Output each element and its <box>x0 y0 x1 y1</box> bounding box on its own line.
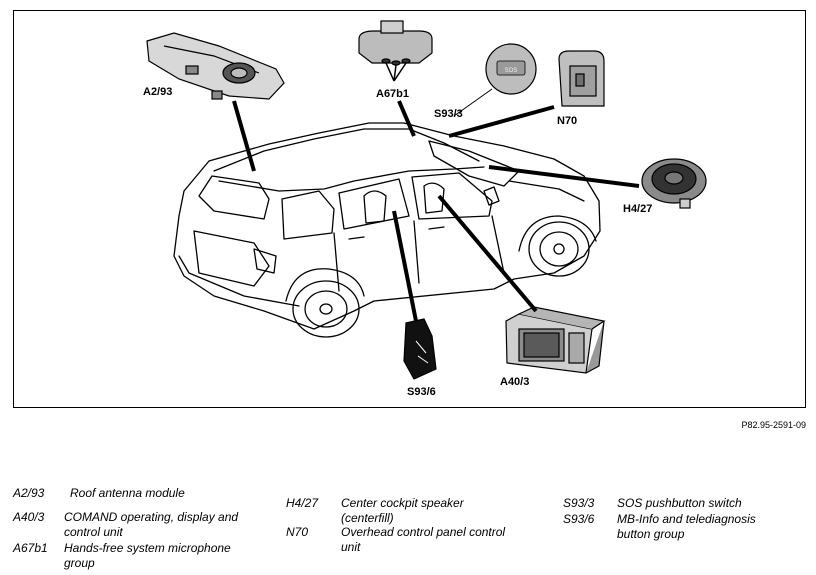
legend-code: A2/93 <box>13 486 45 500</box>
callout-n70: N70 <box>557 115 578 127</box>
legend-description: Center cockpit speaker (centerfill) <box>341 496 464 525</box>
callout-a40-3: A40/3 <box>500 376 530 388</box>
component-location-diagram: SOS <box>13 10 806 408</box>
callout-s93-3: S93/3 <box>434 108 463 120</box>
callout-s93-6: S93/6 <box>407 386 436 398</box>
vehicle-illustration: SOS <box>146 20 707 380</box>
legend-code: A40/3 <box>13 510 45 524</box>
figure-reference: P82.95-2591-09 <box>741 420 806 430</box>
legend-code: N70 <box>286 525 309 539</box>
sos-button-text: SOS <box>505 68 518 74</box>
legend-description: MB-Info and telediagnosis button group <box>617 512 756 541</box>
legend-description: SOS pushbutton switch <box>617 496 742 510</box>
legend-code: A67b1 <box>13 541 48 555</box>
legend-description: Overhead control panel control unit <box>341 525 506 554</box>
legend-code: S93/3 <box>563 496 595 510</box>
callout-a2-93: A2/93 <box>143 86 173 98</box>
legend-description: Roof antenna module <box>70 486 185 500</box>
callout-a67b1: A67b1 <box>376 88 410 100</box>
legend-code: S93/6 <box>563 512 595 526</box>
legend-code: H4/27 <box>286 496 319 510</box>
legend-description: Hands-free system microphone group <box>64 541 231 570</box>
callout-h4-27: H4/27 <box>623 203 653 215</box>
legend-description: COMAND operating, display and control un… <box>64 510 239 539</box>
